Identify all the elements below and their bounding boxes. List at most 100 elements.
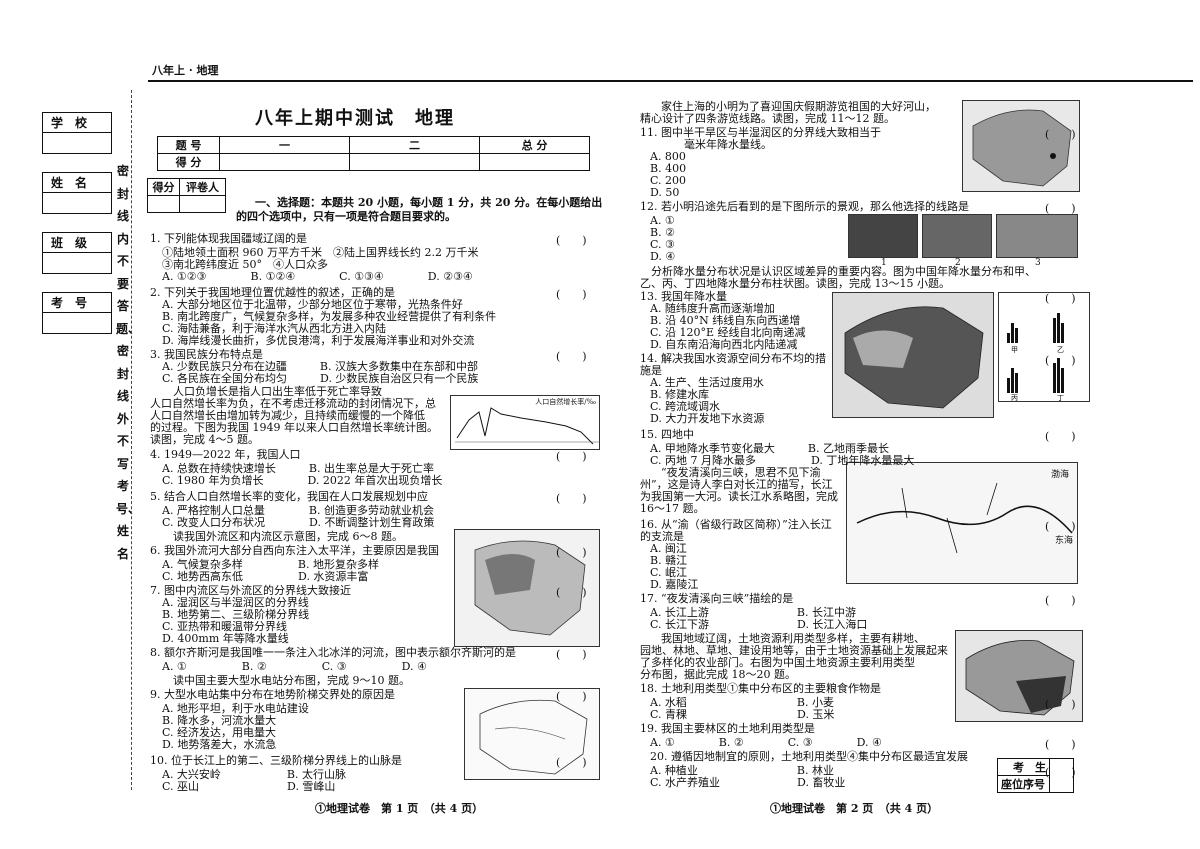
answer-bracket[interactable]: ( ) (1045, 520, 1076, 533)
question-right-line: 16～17 题。 (640, 502, 705, 515)
precipitation-bar-charts: 甲 乙 丙 丁 (998, 292, 1090, 402)
school-label: 学 校 (43, 113, 111, 133)
landscape-photo-1: 1 (848, 214, 918, 268)
question-right-line: C. 沿 120°E 经线自北向南递减 (650, 326, 806, 339)
question-left-line: B. 南北跨度广，气候复杂多样，为发展多种农业经营提供了有利条件 (162, 310, 497, 323)
question-right-line: 11. 图中半干旱区与半湿润区的分界线大致相当于 (640, 126, 881, 139)
yangtze-river-map: 渤海 东海 (846, 462, 1078, 584)
question-right-line: B. 修建水库 (650, 388, 710, 401)
landscape-photo-2: 2 (922, 214, 992, 268)
answer-bracket[interactable]: ( ) (556, 690, 587, 703)
question-right-line: 园地、林地、草地、建设用地等，由于土地资源基础上发展起来 (640, 644, 948, 657)
footer-page-1: ①地理试卷 第 1 页 （共 4 页） (315, 802, 484, 815)
name-field[interactable]: 姓 名 (42, 172, 112, 214)
landscape-photo-3: 3 (996, 214, 1078, 268)
answer-bracket[interactable]: ( ) (556, 350, 587, 363)
question-left-line: 的过程。下图为我国 1949 年以来人口自然增长率统计图。 (150, 421, 438, 434)
answer-bracket[interactable]: ( ) (556, 288, 587, 301)
exam-number-field[interactable]: 考 号 (42, 292, 112, 334)
question-left-line: 10. 位于长江上的第二、三级阶梯分界线上的山脉是 (150, 754, 402, 767)
question-right-line: A. 水稻 B. 小麦 (650, 696, 835, 709)
question-right-line: A. 甲地降水季节变化最大 B. 乙地雨季最长 (650, 442, 890, 455)
question-right-line: 精心设计了四条游览线路。读图，完成 11～12 题。 (640, 112, 895, 125)
hydropower-map (464, 688, 600, 780)
question-left-line: 人口自然增长由增加转为减少，且持续而缓慢的一个降低 (150, 409, 425, 422)
answer-bracket[interactable]: ( ) (556, 450, 587, 463)
answer-bracket[interactable]: ( ) (1045, 430, 1076, 443)
question-left-line: 8. 额尔齐斯河是我国唯一一条注入北冰洋的河流，图中表示额尔齐斯河的是 (150, 646, 516, 659)
answer-bracket[interactable]: ( ) (1045, 354, 1076, 367)
answer-bracket[interactable]: ( ) (556, 234, 587, 247)
seal-line-text: 密封线内不要答题、密封线外不写考号、姓名 (116, 164, 141, 561)
answer-bracket[interactable]: ( ) (1045, 128, 1076, 141)
class-label: 班 级 (43, 233, 111, 253)
question-left-line: C. 1980 年为负增长 D. 2022 年首次出现负增长 (162, 474, 443, 487)
question-left-line: 9. 大型水电站集中分布在地势阶梯交界处的原因是 (150, 688, 395, 701)
question-right-line: 的支流是 (640, 530, 684, 543)
answer-bracket[interactable]: ( ) (556, 648, 587, 661)
question-left-line: 6. 我国外流河大部分自西向东注入太平洋，主要原因是我国 (150, 544, 439, 557)
question-right-line: C. 青稞 D. 玉米 (650, 708, 835, 721)
seal-dashed-line (131, 90, 132, 790)
answer-bracket[interactable]: ( ) (556, 586, 587, 599)
subject-tag: 八年上 · 地理 (152, 64, 219, 77)
question-right-line: C. 200 (650, 174, 687, 187)
question-left-line: A. 湿润区与半湿润区的分界线 (162, 596, 309, 609)
question-left-line: 读我国外流区和内流区示意图，完成 6～8 题。 (162, 530, 403, 543)
question-right-line: D. 自东南沿海向西北内陆递减 (650, 338, 798, 351)
question-right-line: 20. 遵循因地制宜的原则，土地利用类型④集中分布区最适宜发展 (650, 750, 968, 763)
grader-table: 得分评卷人 (147, 178, 226, 213)
population-growth-chart: 人口自然增长率/‰ (450, 395, 600, 450)
question-right-line: 16. 从“渝（省级行政区简称）”注入长江 (640, 518, 832, 531)
answer-bracket[interactable]: ( ) (1045, 698, 1076, 711)
question-left-line: C. 亚热带和暖温带分界线 (162, 620, 288, 633)
question-right-line: A. 生产、生活过度用水 (650, 376, 764, 389)
question-left-line: A. 地形平坦，利于水电站建设 (162, 702, 309, 715)
question-right-line: C. 跨流域调水 (650, 400, 721, 413)
answer-bracket[interactable]: ( ) (556, 546, 587, 559)
class-field[interactable]: 班 级 (42, 232, 112, 274)
question-right-line: 了多样化的农业部门。右图为中国土地资源主要利用类型 (640, 656, 915, 669)
section-heading: 一、选择题：本题共 20 小题，每小题 1 分，共 20 分。在每小题给出 (255, 196, 603, 209)
answer-bracket[interactable]: ( ) (1045, 292, 1076, 305)
question-right-line: A. ① B. ② C. ③ D. ④ (650, 736, 882, 749)
question-left-line: 7. 图中内流区与外流区的分界线大致接近 (150, 584, 351, 597)
question-left-line: 4. 1949—2022 年，我国人口 (150, 448, 301, 461)
footer-page-2: ①地理试卷 第 2 页 （共 4 页） (770, 802, 939, 815)
question-right-line: 14. 解决我国水资源空间分布不均的措 (640, 352, 826, 365)
question-right-line: D. 大力开发地下水资源 (650, 412, 765, 425)
question-right-line: 为我国第一大河。读长江水系略图，完成 (640, 490, 838, 503)
question-right-line: A. 800 (650, 150, 686, 163)
question-left-line: C. 海陆兼备，利于海洋水汽从西北方进入内陆 (162, 322, 387, 335)
question-left-line: 2. 下列关于我国地理位置优越性的叙述，正确的是 (150, 286, 395, 299)
question-left-line: C. 经济发达，用电量大 (162, 726, 277, 739)
question-right-line: 家住上海的小明为了喜迎国庆假期游览祖国的大好河山， (650, 100, 936, 113)
question-right-line: 乙、丙、丁四地降水量分布柱状图。读图，完成 13～15 小题。 (640, 277, 950, 290)
answer-bracket[interactable]: ( ) (1045, 594, 1076, 607)
answer-bracket[interactable]: ( ) (556, 492, 587, 505)
question-right-line: 12. 若小明沿途先后看到的是下图所示的景观，那么他选择的线路是 (640, 200, 969, 213)
question-left-line: D. 地势落差大，水流急 (162, 738, 277, 751)
question-right-line: D. ④ (650, 250, 676, 263)
question-right-line: 17. “夜发清溪向三峡”描绘的是 (640, 592, 794, 605)
question-right-line: A. 闽江 (650, 542, 687, 555)
answer-bracket[interactable]: ( ) (1045, 738, 1076, 751)
question-left-line: B. 降水多，河流水量大 (162, 714, 277, 727)
question-right-line: A. ① (650, 214, 675, 227)
header-rule (148, 80, 1193, 82)
answer-bracket[interactable]: ( ) (556, 756, 587, 769)
school-field[interactable]: 学 校 (42, 112, 112, 154)
question-right-line: 13. 我国年降水量 (640, 290, 727, 303)
question-left-line: A. 总数在持续快速增长 B. 出生率总是大于死亡率 (162, 462, 435, 475)
question-right-line: 15. 四地中 (640, 428, 694, 441)
question-right-line: C. 水产养殖业 D. 畜牧业 (650, 776, 846, 789)
exam-number-label: 考 号 (43, 293, 111, 313)
question-left-line: D. 海岸线漫长曲折，多优良港湾，利于发展海洋事业和对外交流 (162, 334, 475, 347)
answer-bracket[interactable]: ( ) (1045, 202, 1076, 215)
precipitation-map (832, 292, 994, 418)
question-right-line: 州”，这是诗人李白对长江的描写，长江 (640, 478, 833, 491)
question-right-line: B. 沿 40°N 纬线自东向西递增 (650, 314, 801, 327)
question-right-line: C. 长江下游 D. 长江入海口 (650, 618, 868, 631)
question-left-line: A. 少数民族只分布在边疆 B. 汉族大多数集中在东部和中部 (162, 360, 479, 373)
question-right-line: A. 长江上游 B. 长江中游 (650, 606, 857, 619)
